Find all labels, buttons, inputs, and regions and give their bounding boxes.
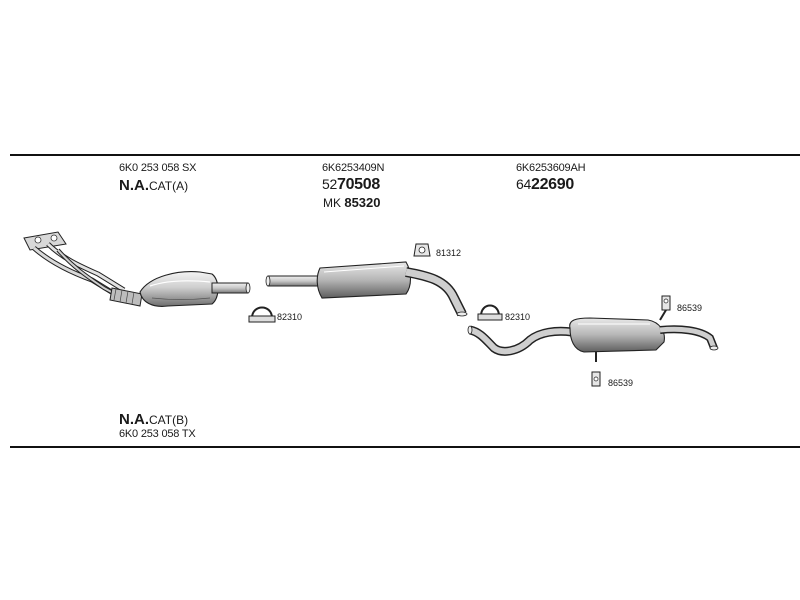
clamp-front-icon	[248, 306, 276, 323]
alt-catalyst-label: N.A.CAT(B)	[119, 412, 188, 427]
bottom-rule	[10, 446, 800, 448]
front-catalyst-label: N.A.CAT(A)	[119, 178, 188, 193]
front-catalyst-label-bold: N.A.	[119, 177, 149, 194]
hanger-rear-top-icon	[661, 295, 671, 311]
rear-muffler-number-main: 22690	[530, 176, 574, 193]
callout-clamp-front: 82310	[277, 312, 303, 322]
rear-muffler-number-prefix: 64	[516, 176, 531, 192]
alt-catalyst-label-bold: N.A.	[119, 411, 149, 428]
callout-hanger-middle: 81312	[436, 248, 462, 258]
alt-catalyst-part-code: 6K0 253 058 TX	[119, 428, 196, 440]
rear-muffler-oem-code: 6K6253609AH	[516, 162, 586, 174]
rear-muffler-assembly	[467, 309, 719, 362]
front-catalyst-label-rest: CAT(A)	[149, 179, 189, 193]
middle-muffler-oem-code: 6K6253409N	[322, 162, 385, 174]
front-catalyst-part-code: 6K0 253 058 SX	[119, 162, 197, 174]
top-rule	[10, 154, 800, 156]
rear-muffler-number: 6422690	[516, 177, 574, 193]
callout-hanger-rear-top: 86539	[677, 303, 703, 313]
kit-label: MK	[323, 196, 341, 210]
middle-muffler-number: 5270508	[322, 177, 380, 193]
middle-muffler-kit: MK 85320	[323, 196, 381, 209]
kit-number: 85320	[344, 195, 381, 210]
clamp-rear-icon	[477, 304, 503, 321]
middle-muffler-number-prefix: 52	[322, 176, 337, 192]
hanger-rear-bottom-icon	[591, 371, 601, 387]
hanger-middle-icon	[413, 243, 431, 257]
alt-catalyst-label-rest: CAT(B)	[149, 413, 189, 427]
middle-muffler-number-main: 70508	[336, 176, 380, 193]
callout-clamp-rear: 82310	[505, 312, 531, 322]
front-catalyst-assembly	[23, 231, 251, 307]
middle-muffler-assembly	[265, 261, 468, 317]
callout-hanger-rear-bottom: 86539	[608, 378, 634, 388]
